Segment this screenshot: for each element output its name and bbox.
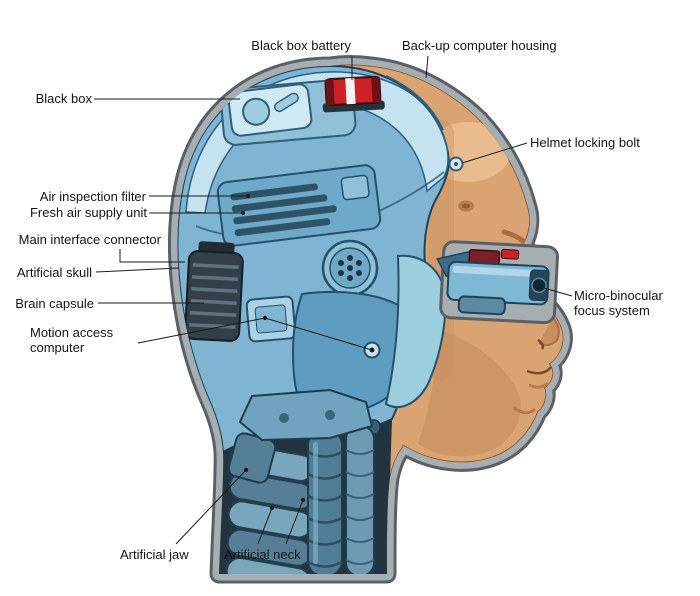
- cheek-plate-part: [384, 254, 447, 409]
- label-brain-capsule: Brain capsule: [15, 296, 94, 311]
- helmet-locking-bolt-part: [448, 156, 464, 172]
- label-black-box-battery: Black box battery: [251, 38, 351, 53]
- chin-crease: [513, 406, 537, 415]
- label-helmet-locking-bolt: Helmet locking bolt: [530, 135, 640, 150]
- label-backup-computer-housing: Back-up computer housing: [402, 38, 557, 53]
- black-box-part: [227, 83, 313, 137]
- battery-part: [322, 75, 385, 113]
- label-artificial-skull: Artificial skull: [16, 265, 92, 280]
- label-artificial-jaw: Artificial jaw: [120, 547, 189, 562]
- nose-tip: [538, 317, 560, 346]
- air-filter-part: [216, 164, 382, 247]
- brain-capsule-part: [184, 241, 244, 342]
- label-main-interface-connector: Main interface connector: [18, 232, 161, 247]
- speaker-part: [321, 239, 379, 297]
- backup-computer-housing-part: [385, 75, 444, 131]
- label-air-inspection-filter: Air inspection filter: [39, 189, 146, 204]
- visor-lens: [531, 277, 547, 294]
- visor-part: [436, 240, 560, 325]
- label-artificial-neck: Artificial neck: [224, 547, 301, 562]
- label-motion-access-computer: Motion access computer: [30, 325, 114, 356]
- motion-access-computer-part: [245, 295, 297, 343]
- mouth-line: [526, 366, 552, 375]
- label-fresh-air-supply-unit: Fresh air supply unit: [29, 205, 147, 220]
- label-black-box: Black box: [35, 91, 92, 106]
- label-micro-binocular-focus-system: Micro-binocular focus system: [574, 288, 663, 319]
- neck-tubes-part: [299, 419, 381, 574]
- helmet-part: [177, 64, 451, 454]
